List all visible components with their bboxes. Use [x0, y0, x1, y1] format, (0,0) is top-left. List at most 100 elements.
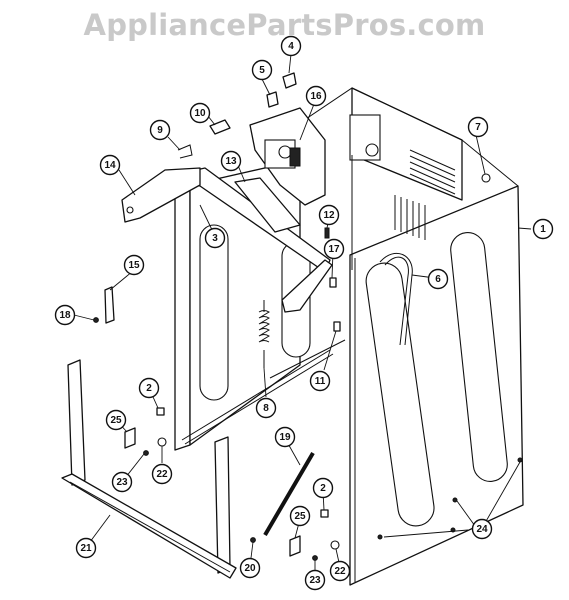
callout-7: 7 [467, 116, 489, 138]
callout-number: 9 [157, 125, 163, 136]
callout-10: 10 [189, 102, 211, 124]
spring-part-8 [258, 300, 270, 368]
clip-part-11 [333, 321, 341, 332]
callout-number: 4 [288, 41, 294, 52]
clip-part-9 [177, 144, 193, 159]
callout-6: 6 [427, 268, 449, 290]
side-panel-slot-1 [365, 262, 435, 527]
pad-part-13 [234, 177, 301, 233]
screw-24c [377, 534, 383, 540]
bracket-part-25-lower [289, 535, 301, 557]
knob-part-4 [282, 72, 297, 89]
callout-number: 21 [80, 543, 92, 554]
control-bracket-part-16 [234, 107, 326, 233]
callout-20: 20 [239, 557, 261, 579]
callout-number: 16 [310, 91, 322, 102]
lower-brace-rod [181, 349, 331, 441]
front-frame-slot-1 [199, 224, 229, 401]
switch-part-10 [209, 119, 231, 135]
callout-number: 20 [244, 563, 256, 574]
callout-4: 4 [280, 35, 302, 57]
front-bracket-right [281, 259, 333, 313]
washer-part-22-upper [157, 437, 167, 447]
callout-12: 12 [318, 204, 340, 226]
callout-8: 8 [255, 397, 277, 419]
nut-part-2-lower [320, 509, 329, 518]
callout-labels: 1223456789101112131415161718192021222223… [54, 35, 554, 591]
grommet-part-7 [481, 173, 491, 183]
nut-part-2-upper [156, 407, 165, 416]
left-frame-post [174, 184, 191, 451]
callout-2: 2 [138, 377, 160, 399]
callout-number: 24 [476, 524, 488, 535]
clip-part-17 [329, 277, 337, 288]
screw-part-18 [93, 317, 99, 323]
callout-17: 17 [323, 238, 345, 260]
bracket-part-14 [121, 167, 201, 223]
callout-1: 1 [532, 218, 554, 240]
back-vent-louvers [409, 149, 456, 195]
short-brace [269, 339, 346, 379]
callout-number: 23 [116, 477, 128, 488]
clip-part-5 [266, 91, 279, 108]
callout-2: 2 [312, 477, 334, 499]
callout-number: 8 [263, 403, 269, 414]
callout-number: 12 [323, 210, 335, 221]
front-frame [121, 159, 346, 451]
callout-number: 1 [540, 224, 546, 235]
callout-number: 15 [128, 260, 140, 271]
callout-21: 21 [75, 537, 97, 559]
callout-number: 2 [320, 483, 326, 494]
callout-24: 24 [471, 518, 493, 540]
callout-23: 23 [111, 471, 133, 493]
callout-number: 25 [294, 511, 306, 522]
callout-5: 5 [251, 59, 273, 81]
callout-number: 17 [328, 244, 340, 255]
callout-3: 3 [204, 227, 226, 249]
screw-part-23-lower [312, 555, 318, 561]
back-panel-opening [349, 114, 381, 161]
callout-number: 18 [59, 310, 71, 321]
screw-part-20 [250, 537, 256, 543]
small-parts [93, 72, 491, 561]
callout-16: 16 [305, 85, 327, 107]
callout-14: 14 [99, 154, 121, 176]
callout-number: 5 [259, 65, 265, 76]
washer-part-22-lower [330, 540, 340, 550]
screw-part-23-upper [143, 450, 149, 456]
back-panel-round-hole [365, 143, 379, 157]
callout-number: 25 [110, 415, 122, 426]
callout-number: 2 [146, 383, 152, 394]
callout-11: 11 [309, 370, 331, 392]
callout-number: 10 [194, 108, 206, 119]
callout-22: 22 [151, 463, 173, 485]
callout-number: 3 [212, 233, 218, 244]
front-frame-left-leg [67, 359, 86, 486]
callout-number: 23 [309, 575, 321, 586]
callout-25: 25 [289, 505, 311, 527]
callout-number: 14 [104, 160, 116, 171]
cabinet-top-edge [281, 87, 519, 187]
callout-number: 7 [475, 122, 481, 133]
callout-number: 13 [225, 156, 237, 167]
front-panel-frame-part-21 [61, 359, 237, 579]
callout-23: 23 [304, 569, 326, 591]
callout-9: 9 [149, 119, 171, 141]
leader-lines [73, 53, 532, 578]
callout-25: 25 [105, 409, 127, 431]
front-frame-right-leg [214, 436, 231, 574]
lower-vent-louvers [394, 195, 426, 240]
callout-number: 22 [334, 566, 346, 577]
callout-number: 22 [156, 469, 168, 480]
screw-24a [517, 457, 523, 463]
callout-13: 13 [220, 150, 242, 172]
cabinet [281, 87, 524, 586]
bracket-part-25-upper [124, 427, 136, 449]
callout-number: 6 [435, 274, 441, 285]
rod-part-19 [263, 451, 315, 537]
watermark-text: AppliancePartsPros.com [83, 8, 486, 42]
callout-22: 22 [329, 560, 351, 582]
screw-24b [452, 497, 458, 503]
bracket-part-15 [104, 286, 115, 324]
